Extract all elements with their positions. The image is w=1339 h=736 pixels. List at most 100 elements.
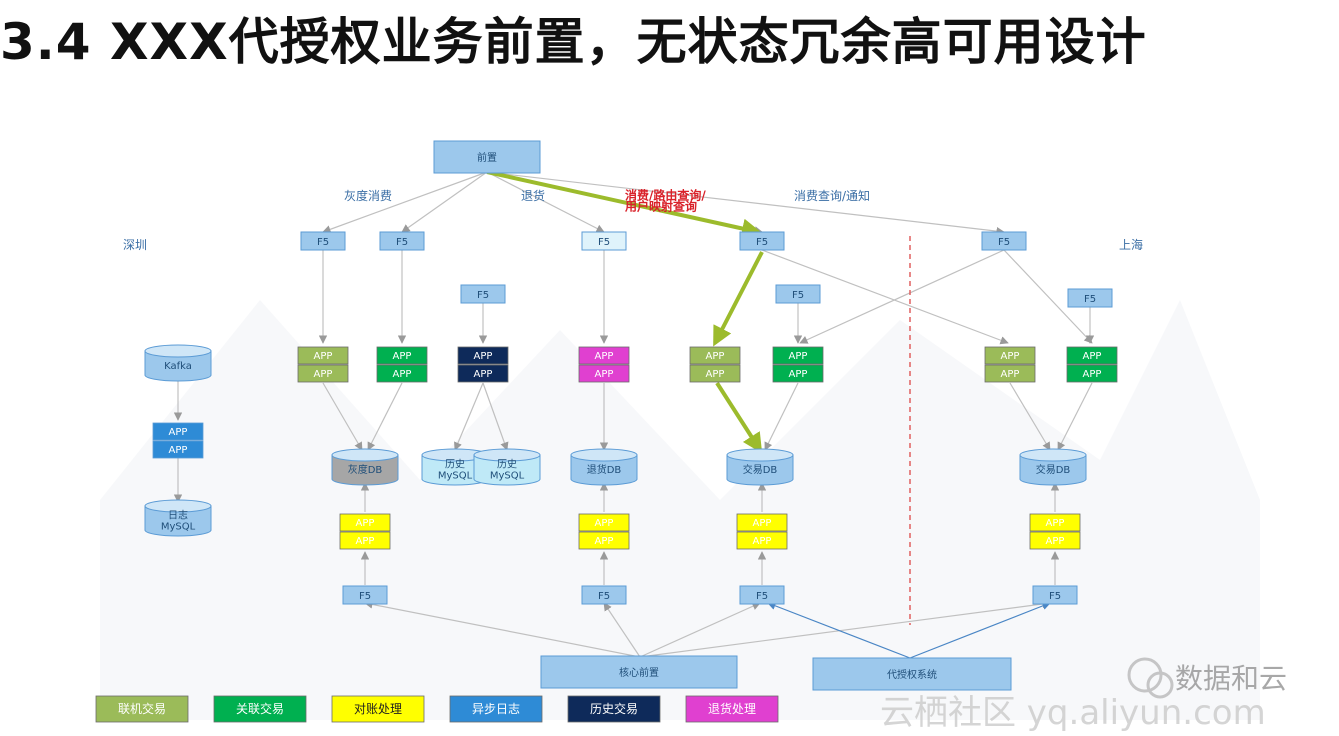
f5-assoc: F5 bbox=[775, 284, 821, 304]
legend-item: 关联交易 bbox=[213, 695, 307, 723]
legend-item: 对账处理 bbox=[331, 695, 425, 723]
kafka-node: Kafka bbox=[144, 344, 212, 382]
connector bbox=[639, 602, 761, 658]
core-front-node-label: 核心前置 bbox=[619, 666, 659, 679]
connector bbox=[486, 171, 1005, 236]
edge-label-gray: 灰度消费 bbox=[344, 188, 392, 203]
legend-label: 历史交易 bbox=[590, 701, 638, 716]
trade-db-sh-label: 交易DB bbox=[1036, 463, 1071, 476]
connector bbox=[1009, 382, 1051, 451]
page-title: 3.4 XXX代授权业务前置，无状态冗余高可用设计 bbox=[0, 13, 1147, 71]
f5-bottom-1: F5 bbox=[342, 585, 388, 605]
f5-trade-label: F5 bbox=[756, 237, 768, 248]
connector bbox=[322, 382, 363, 451]
watermark: 数据和云 云栖社区 yq.aliyun.com bbox=[880, 657, 1287, 733]
f5-bottom-2-label: F5 bbox=[598, 591, 610, 602]
legend-label: 对账处理 bbox=[354, 702, 402, 716]
region-shanghai: 上海 bbox=[1119, 237, 1143, 252]
legend-label: 退货处理 bbox=[708, 701, 756, 716]
f5-gray-1-label: F5 bbox=[317, 237, 329, 248]
edge-label-refund: 退货 bbox=[521, 188, 545, 203]
legend-label: 异步日志 bbox=[472, 702, 520, 716]
app-label: APP bbox=[753, 518, 772, 529]
app-label: APP bbox=[169, 427, 188, 438]
f5-bottom-1-label: F5 bbox=[359, 591, 371, 602]
kafka-node-label: Kafka bbox=[164, 361, 192, 372]
app-recon-3: APP APP bbox=[736, 513, 788, 550]
watermark-site: 云栖社区 yq.aliyun.com bbox=[880, 693, 1266, 733]
connector bbox=[454, 382, 484, 451]
trade-db: 交易DB bbox=[726, 448, 794, 486]
legend-item: 联机交易 bbox=[95, 695, 189, 723]
app-assoc-2: APP APP bbox=[772, 346, 824, 383]
f5-history: F5 bbox=[460, 284, 506, 304]
app-label: APP bbox=[706, 369, 725, 380]
connector bbox=[909, 601, 1051, 659]
connector bbox=[486, 171, 605, 233]
refund-db-label: 退货DB bbox=[587, 463, 622, 476]
app-online-sh: APP APP bbox=[984, 346, 1036, 383]
app-label: APP bbox=[474, 369, 493, 380]
f5-sh-label: F5 bbox=[998, 237, 1010, 248]
app-label: APP bbox=[1001, 369, 1020, 380]
app-label: APP bbox=[1001, 351, 1020, 362]
connector bbox=[1057, 382, 1093, 451]
app-label: APP bbox=[1083, 351, 1102, 362]
app-label: APP bbox=[789, 369, 808, 380]
connector bbox=[482, 382, 509, 451]
app-label: APP bbox=[595, 518, 614, 529]
f5-bottom-sh-label: F5 bbox=[1049, 591, 1061, 602]
f5-sh-assoc-label: F5 bbox=[1084, 294, 1096, 305]
app-label: APP bbox=[1046, 536, 1065, 547]
app-label: APP bbox=[356, 536, 375, 547]
app-label: APP bbox=[474, 351, 493, 362]
legend-item: 历史交易 bbox=[567, 695, 661, 723]
f5-sh: F5 bbox=[981, 231, 1027, 251]
connector bbox=[799, 249, 1005, 344]
f5-bottom-3: F5 bbox=[739, 585, 785, 605]
f5-refund: F5 bbox=[581, 231, 627, 251]
legend-label: 联机交易 bbox=[118, 701, 166, 716]
highlight-path bbox=[486, 170, 764, 454]
trade-db-sh: 交易DB bbox=[1019, 448, 1087, 486]
auth-system-node-label: 代授权系统 bbox=[887, 668, 937, 681]
app-recon-sh: APP APP bbox=[1029, 513, 1081, 550]
app-label: APP bbox=[789, 351, 808, 362]
front-node: 前置 bbox=[433, 140, 541, 174]
f5-bottom-3-label: F5 bbox=[756, 591, 768, 602]
f5-sh-assoc: F5 bbox=[1067, 288, 1113, 308]
app-label: APP bbox=[1046, 518, 1065, 529]
f5-history-label: F5 bbox=[477, 290, 489, 301]
edge-label-query: 消费查询/通知 bbox=[794, 189, 870, 203]
f5-assoc-label: F5 bbox=[792, 290, 804, 301]
f5-bottom-2: F5 bbox=[581, 585, 627, 605]
connector bbox=[761, 249, 1009, 345]
app-label: APP bbox=[706, 351, 725, 362]
app-label: APP bbox=[753, 536, 772, 547]
f5-gray-1: F5 bbox=[300, 231, 346, 251]
legend-item: 异步日志 bbox=[449, 695, 543, 723]
app-label: APP bbox=[314, 369, 333, 380]
refund-db: 退货DB bbox=[570, 448, 638, 486]
app-label: APP bbox=[595, 536, 614, 547]
front-node-label: 前置 bbox=[477, 151, 497, 164]
region-shenzhen: 深圳 bbox=[123, 238, 147, 252]
app-label: APP bbox=[393, 369, 412, 380]
f5-gray-2-label: F5 bbox=[396, 237, 408, 248]
f5-refund-label: F5 bbox=[598, 237, 610, 248]
app-label: APP bbox=[595, 369, 614, 380]
f5-trade: F5 bbox=[739, 231, 785, 251]
edge-label-red: 消费/路由查询/用户映射查询 bbox=[624, 188, 706, 214]
